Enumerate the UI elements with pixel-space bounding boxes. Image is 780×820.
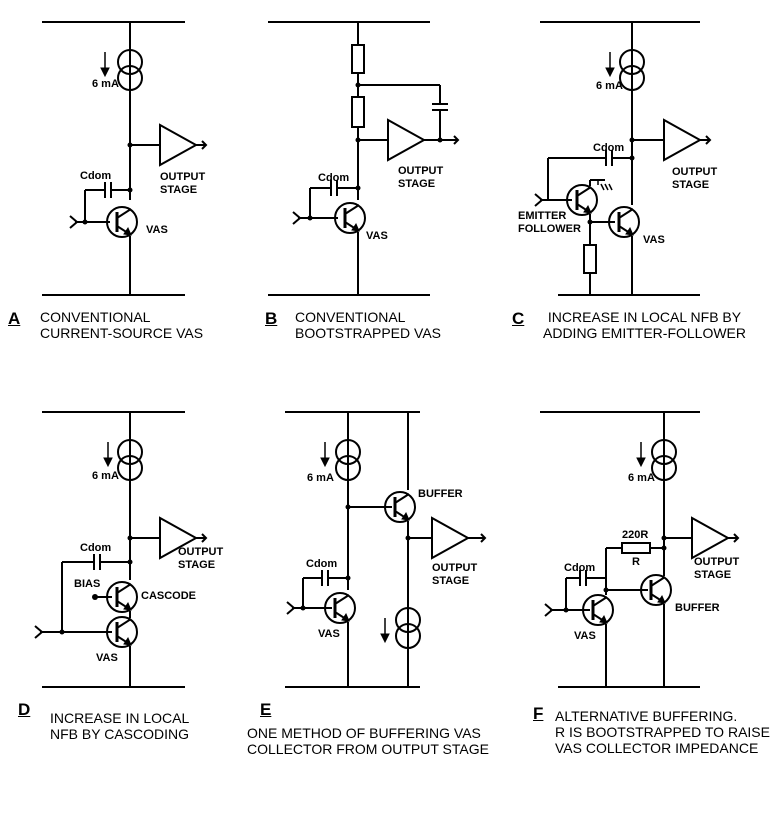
panel-c-caption: INCREASE IN LOCAL NFB BY ADDING EMITTER-… <box>543 309 747 342</box>
panel-b-output-stage-label: OUTPUT STAGE <box>398 165 444 190</box>
panel-f-resistor-name-label: R <box>632 556 640 568</box>
panel-f-letter: F <box>533 704 544 723</box>
panel-d-letter: D <box>18 700 31 719</box>
panel-e-cdom-label: Cdom <box>306 558 338 570</box>
panel-b-vas-label: VAS <box>366 230 388 242</box>
panel-d-caption: INCREASE IN LOCAL NFB BY CASCODING <box>50 710 190 743</box>
panel-d-bias-label: BIAS <box>74 578 101 590</box>
panel-b-cdom-label: Cdom <box>318 172 350 184</box>
panel-e-vas-label: VAS <box>318 628 340 640</box>
panel-c-current-label: 6 mA <box>596 80 623 92</box>
panel-d-circuit <box>34 411 208 688</box>
panel-b-circuit <box>268 21 460 296</box>
panel-d-vas-label: VAS <box>96 652 118 664</box>
panel-b-caption: CONVENTIONAL BOOTSTRAPPED VAS <box>295 309 441 342</box>
panel-f-circuit <box>540 411 740 688</box>
panel-d-current-label: 6 mA <box>92 470 119 482</box>
panel-c-emitter-follower-label: EMITTER FOLLOWER <box>518 210 581 235</box>
panel-c-letter: C <box>512 309 525 328</box>
panel-a-caption: CONVENTIONAL CURRENT-SOURCE VAS <box>40 309 204 342</box>
panel-c-cdom-label: Cdom <box>593 142 625 154</box>
panel-e-output-stage-label: OUTPUT STAGE <box>432 562 478 587</box>
panel-e-caption: ONE METHOD OF BUFFERING VAS COLLECTOR FR… <box>247 725 489 758</box>
panel-d-cascode-label: CASCODE <box>141 590 197 602</box>
panel-d-cdom-label: Cdom <box>80 542 112 554</box>
panel-a-output-stage-label: OUTPUT STAGE <box>160 171 206 196</box>
panel-e-current-label: 6 mA <box>307 472 334 484</box>
panel-f-caption: ALTERNATIVE BUFFERING. R IS BOOTSTRAPPED… <box>555 708 770 757</box>
panel-c-vas-label: VAS <box>643 234 665 246</box>
panel-f-cdom-label: Cdom <box>564 562 596 574</box>
panel-d-output-stage-label: OUTPUT STAGE <box>178 546 224 571</box>
panel-c-circuit <box>534 21 712 296</box>
panel-a-vas-label: VAS <box>146 224 168 236</box>
panel-e-buffer-label: BUFFER <box>418 488 463 500</box>
panel-f-vas-label: VAS <box>574 630 596 642</box>
panel-c-output-stage-label: OUTPUT STAGE <box>672 166 718 191</box>
panel-a-cdom-label: Cdom <box>80 170 112 182</box>
panel-f-buffer-label: BUFFER <box>675 602 720 614</box>
panel-f-output-stage-label: OUTPUT STAGE <box>694 556 740 581</box>
panel-f-current-label: 6 mA <box>628 472 655 484</box>
panel-a-current-label: 6 mA <box>92 78 119 90</box>
panel-b-letter: B <box>265 309 278 328</box>
panel-f-resistor-value-label: 220R <box>622 529 649 541</box>
panel-a-letter: A <box>8 309 21 328</box>
panel-e-circuit <box>285 411 487 688</box>
panel-a-circuit <box>42 21 208 296</box>
panel-e-letter: E <box>260 700 272 719</box>
